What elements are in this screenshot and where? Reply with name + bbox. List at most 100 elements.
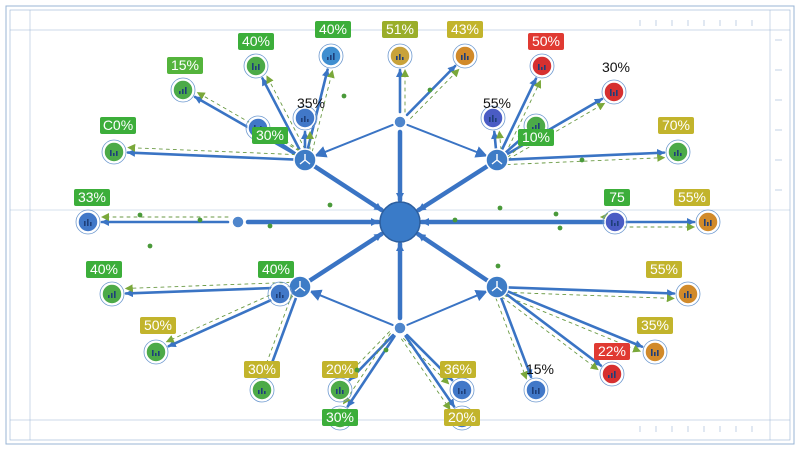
percent-label-text: 15% — [171, 57, 199, 73]
edge-n07 — [193, 95, 298, 157]
edge-aux-n02 — [311, 69, 335, 152]
leaf-bar-glyph — [690, 294, 692, 298]
percent-label-n17: 40% — [86, 261, 122, 278]
edge-aux-n19 — [506, 291, 675, 303]
leaf-bar-glyph — [342, 390, 344, 394]
percent-label-text: 30% — [602, 59, 630, 75]
spoke-se — [416, 231, 491, 284]
percent-label-text: 75 — [609, 189, 625, 205]
leaf-node-circle — [103, 141, 125, 163]
percent-label-n13: 70% — [658, 117, 694, 134]
edge-dot — [197, 217, 203, 223]
edge-aux-n13 — [506, 153, 666, 166]
leaf-bar-glyph — [535, 390, 537, 394]
edge-dot — [383, 347, 389, 353]
leaf-node-n10 — [101, 139, 127, 165]
edge-n05 — [500, 77, 538, 153]
leaf-bar-glyph — [535, 125, 537, 130]
leaf-bar-glyph — [84, 221, 86, 226]
leaf-bar-glyph — [467, 56, 469, 60]
leaf-bar-glyph — [333, 53, 335, 60]
leaf-node-n23 — [249, 377, 275, 403]
leaf-bar-glyph — [458, 388, 460, 394]
percent-label-bg — [528, 33, 564, 50]
percent-label-text: 40% — [242, 33, 270, 49]
leaf-node-ring — [170, 77, 196, 103]
edge-dot — [137, 212, 143, 218]
leaf-node-ring — [523, 377, 549, 403]
leaf-node-n18 — [267, 281, 293, 307]
leaf-node-n08 — [292, 105, 318, 131]
leaf-bar-glyph — [677, 150, 679, 156]
percent-label-bg — [322, 409, 358, 426]
percent-label-n22: 22% — [594, 343, 630, 360]
leaf-bar-glyph — [538, 123, 540, 130]
leaf-node-n06 — [601, 79, 627, 105]
leaf-node-n20 — [143, 339, 169, 365]
leaf-node-ring — [101, 139, 127, 165]
percent-label-bg — [86, 261, 122, 278]
percent-label-text: 33% — [78, 189, 106, 205]
leaf-bar-glyph — [279, 292, 281, 298]
edge-dot — [579, 157, 585, 163]
hub-node-s — [393, 321, 407, 335]
leaf-bar-glyph — [336, 389, 338, 394]
hub-link — [406, 123, 488, 158]
leaf-bar-glyph — [489, 117, 491, 122]
leaf-node-circle — [604, 211, 626, 233]
leaf-bar-glyph — [707, 222, 709, 226]
leaf-bar-glyph — [399, 54, 401, 60]
leaf-bar-glyph — [614, 223, 616, 226]
leaf-node-n02 — [318, 43, 344, 69]
leaf-node-ring — [243, 53, 269, 79]
leaf-node-n05 — [529, 53, 555, 79]
leaf-bar-glyph — [87, 219, 89, 226]
leaf-node-n21 — [642, 339, 668, 365]
leaf-bar-glyph — [704, 219, 706, 226]
leaf-bar-glyph — [108, 295, 110, 298]
percent-label-n25: 36% — [440, 361, 476, 378]
percent-label-n21: 35% — [637, 317, 673, 334]
percent-label-text: 20% — [448, 409, 476, 425]
leaf-node-ring — [665, 139, 691, 165]
leaf-bar-glyph — [330, 55, 332, 60]
edge-dot — [497, 205, 503, 211]
leaf-node-ring — [318, 43, 344, 69]
edge-aux-n04 — [410, 68, 460, 119]
percent-label-bg — [238, 33, 274, 50]
leaf-node-n19 — [675, 281, 701, 307]
percent-label-text: 15% — [526, 361, 554, 377]
leaf-node-circle — [145, 341, 167, 363]
percent-label-n06: 30% — [602, 59, 630, 75]
leaf-node-ring — [267, 281, 293, 307]
leaf-node-ring — [452, 43, 478, 69]
hub-glyph — [294, 281, 306, 292]
percent-label-bg — [444, 409, 480, 426]
percent-label-bg — [447, 21, 483, 38]
hub-glyph — [491, 281, 503, 292]
edge-aux-n01 — [266, 75, 306, 150]
leaf-bar-glyph — [402, 57, 404, 60]
hub-link — [309, 289, 394, 326]
percent-label-bg — [167, 57, 203, 74]
leaf-bar-glyph — [111, 293, 113, 298]
leaf-node-ring — [292, 105, 318, 131]
leaf-node-ring — [675, 281, 701, 307]
leaf-bar-glyph — [255, 66, 257, 70]
leaf-bar-glyph — [258, 390, 260, 394]
leaf-bar-glyph — [538, 64, 540, 70]
percent-label-n01: 40% — [238, 33, 274, 50]
leaf-bar-glyph — [307, 119, 309, 122]
edge-aux-n10 — [127, 143, 296, 156]
percent-label-text: 50% — [532, 33, 560, 49]
frame-inner — [9, 9, 791, 441]
percent-label-bg — [646, 261, 682, 278]
leaf-bar-glyph — [532, 127, 534, 130]
edge-aux-n09 — [495, 130, 504, 151]
edge-n21 — [504, 289, 644, 348]
leaf-bar-glyph — [282, 295, 284, 298]
leaf-bar-glyph — [264, 391, 266, 394]
leaf-bar-glyph — [90, 222, 92, 226]
percent-label-n07: 15% — [167, 57, 203, 74]
leaf-bar-glyph — [182, 89, 184, 94]
